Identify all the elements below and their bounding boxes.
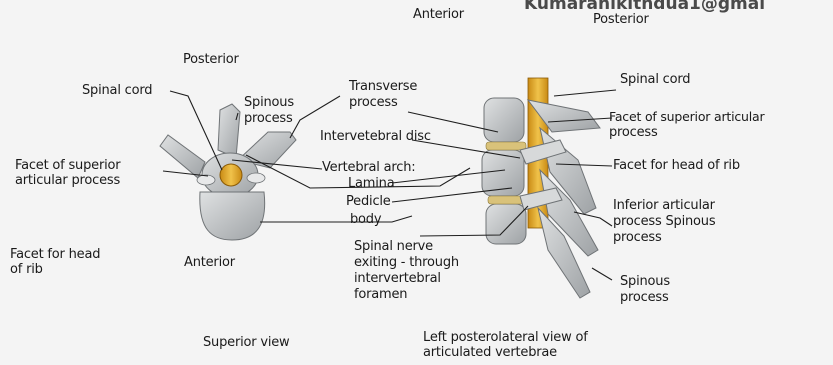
label-inferior-2: process Spinous bbox=[613, 215, 715, 229]
label-facet-superior-right-1: Facet of superior articular bbox=[609, 110, 764, 124]
label-facet-head-rib-left-1: Facet for head bbox=[10, 248, 100, 262]
label-spinous-process-left-1: Spinous bbox=[244, 96, 294, 110]
label-posterior-left: Posterior bbox=[183, 53, 239, 67]
label-spinal-cord-right: Spinal cord bbox=[620, 73, 690, 87]
label-facet-superior-left-1: Facet of superior bbox=[15, 159, 120, 173]
label-spinous-right-1: Spinous bbox=[620, 275, 670, 289]
label-lamina: Lamina bbox=[348, 177, 395, 191]
caption-superior-view: Superior view bbox=[203, 336, 289, 350]
label-anterior-top: Anterior bbox=[413, 8, 464, 22]
label-spinal-cord-left: Spinal cord bbox=[82, 84, 152, 98]
articulated-vertebrae bbox=[482, 78, 600, 298]
label-facet-head-rib-right: Facet for head of rib bbox=[613, 159, 740, 173]
label-intervertebral-disc: Intervetebral disc bbox=[320, 130, 431, 144]
label-vertebral-arch: Vertebral arch: bbox=[322, 161, 415, 175]
label-transverse-1: Transverse bbox=[349, 80, 417, 94]
label-facet-head-rib-left-2: of rib bbox=[10, 263, 43, 277]
label-pedicle: Pedicle bbox=[346, 195, 391, 209]
label-inferior-1: Inferior articular bbox=[613, 199, 715, 213]
label-posterior-top: Posterior bbox=[593, 13, 649, 27]
label-inferior-3: process bbox=[613, 231, 662, 245]
label-spinous-process-left-2: process bbox=[244, 112, 293, 126]
label-facet-superior-right-2: process bbox=[609, 126, 658, 140]
label-transverse-2: process bbox=[349, 96, 398, 110]
label-facet-superior-left-2: articular process bbox=[15, 174, 120, 188]
spinal-cord-superior bbox=[220, 164, 242, 186]
caption-posterolateral-2: articulated vertebrae bbox=[423, 346, 557, 360]
label-spinal-nerve-2: exiting - through bbox=[354, 256, 459, 270]
caption-posterolateral-1: Left posterolateral view of bbox=[423, 331, 588, 345]
label-spinal-nerve-3: intervertebral bbox=[354, 272, 441, 286]
label-spinal-nerve-4: foramen bbox=[354, 288, 407, 302]
label-body: body bbox=[350, 213, 381, 227]
label-spinous-right-2: process bbox=[620, 291, 669, 305]
label-spinal-nerve-1: Spinal nerve bbox=[354, 240, 433, 254]
label-anterior-left: Anterior bbox=[184, 256, 235, 270]
